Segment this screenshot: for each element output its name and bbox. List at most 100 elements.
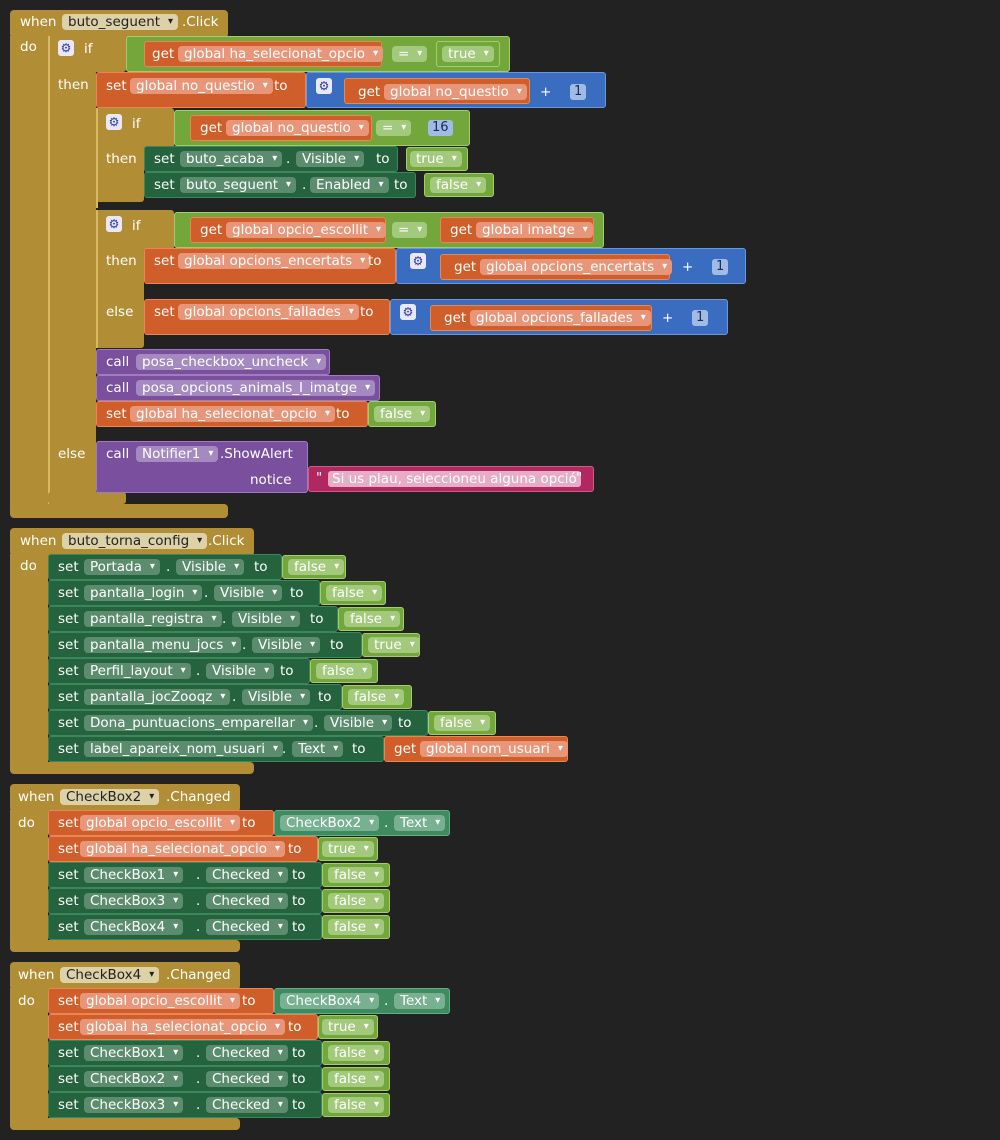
event-component-dropdown[interactable]: buto_seguent [62, 14, 179, 30]
property-dropdown[interactable]: Enabled [310, 177, 389, 193]
property-dropdown[interactable]: Checked [206, 893, 288, 909]
property-dropdown[interactable]: Text [394, 815, 446, 831]
operator-dropdown[interactable]: = [392, 46, 428, 62]
to-label: to [394, 177, 408, 193]
component-dropdown[interactable]: buto_seguent [180, 177, 297, 193]
boolean-dropdown[interactable]: false [374, 406, 431, 422]
boolean-dropdown[interactable]: false [430, 177, 487, 193]
set-variable-dropdown[interactable]: global ha_selecionat_opcio [80, 1019, 286, 1035]
component-dropdown[interactable]: Dona_puntuacions_emparellar [84, 715, 313, 731]
boolean-dropdown[interactable]: false [288, 559, 345, 575]
component-dropdown[interactable]: buto_acaba [180, 151, 283, 167]
text-string-value[interactable]: Si us plau, seleccioneu alguna opció [328, 471, 581, 487]
set-variable-dropdown[interactable]: global ha_selecionat_opcio [130, 406, 336, 422]
get-variable-dropdown[interactable]: global opcio_escollit [226, 222, 387, 238]
component-dropdown[interactable]: CheckBox3 [84, 1097, 184, 1113]
get-variable-dropdown[interactable]: global opcions_fallades [470, 310, 651, 326]
boolean-dropdown[interactable]: false [328, 1097, 385, 1113]
get-variable-dropdown[interactable]: global nom_usuari [420, 741, 568, 757]
to-label: to [290, 585, 304, 601]
mutator-gear-icon[interactable]: ⚙ [58, 40, 74, 56]
property-dropdown[interactable]: Visible [232, 611, 301, 627]
get-variable-dropdown[interactable]: global no_questio [384, 84, 527, 100]
property-dropdown[interactable]: Checked [206, 919, 288, 935]
component-dropdown[interactable]: pantalla_registra [84, 611, 222, 627]
boolean-dropdown[interactable]: true [368, 637, 420, 653]
set-variable-dropdown[interactable]: global opcions_fallades [178, 304, 359, 320]
property-dropdown[interactable]: Text [292, 741, 344, 757]
dot-label: . [384, 815, 389, 831]
operator-dropdown[interactable]: = [392, 222, 428, 238]
mutator-gear-icon[interactable]: ⚙ [316, 78, 332, 94]
component-dropdown[interactable]: CheckBox1 [84, 867, 184, 883]
event-component-dropdown[interactable]: buto_torna_config [62, 533, 208, 549]
boolean-dropdown[interactable]: false [316, 663, 373, 679]
mutator-gear-icon[interactable]: ⚙ [410, 253, 426, 269]
component-dropdown[interactable]: pantalla_menu_jocs [84, 637, 242, 653]
operator-dropdown[interactable]: = [376, 120, 412, 136]
boolean-dropdown[interactable]: false [328, 919, 385, 935]
get-variable-dropdown[interactable]: global opcions_encertats [480, 259, 673, 275]
boolean-dropdown[interactable]: false [328, 867, 385, 883]
event-component-dropdown[interactable]: CheckBox2 [60, 789, 160, 805]
when-label: when [18, 967, 55, 983]
boolean-dropdown[interactable]: false [328, 1071, 385, 1087]
boolean-dropdown[interactable]: true [322, 1019, 374, 1035]
boolean-dropdown[interactable]: true [322, 841, 374, 857]
component-dropdown[interactable]: CheckBox2 [84, 1071, 184, 1087]
property-dropdown[interactable]: Checked [206, 1071, 288, 1087]
property-dropdown[interactable]: Text [394, 993, 446, 1009]
set-variable-dropdown[interactable]: global ha_selecionat_opcio [80, 841, 286, 857]
get-label: get [358, 84, 381, 100]
procedure-dropdown[interactable]: posa_opcions_animals_I_imatge [136, 380, 376, 396]
property-dropdown[interactable]: Visible [242, 689, 311, 705]
get-variable-dropdown[interactable]: global imatge [476, 222, 593, 238]
set-label: set [58, 867, 79, 883]
procedure-dropdown[interactable]: posa_checkbox_uncheck [136, 354, 327, 370]
boolean-dropdown[interactable]: true [410, 151, 462, 167]
set-variable-dropdown[interactable]: global opcions_encertats [178, 253, 371, 269]
component-dropdown[interactable]: CheckBox2 [280, 815, 380, 831]
component-dropdown[interactable]: CheckBox4 [280, 993, 380, 1009]
property-dropdown[interactable]: Visible [214, 585, 283, 601]
call-label: call [106, 354, 130, 370]
component-dropdown[interactable]: Portada [84, 559, 160, 575]
property-dropdown[interactable]: Visible [206, 663, 275, 679]
component-dropdown[interactable]: label_apareix_nom_usuari [84, 741, 283, 757]
component-dropdown[interactable]: CheckBox4 [84, 919, 184, 935]
boolean-dropdown[interactable]: false [328, 893, 385, 909]
set-variable-dropdown[interactable]: global no_questio [130, 78, 273, 94]
component-dropdown[interactable]: CheckBox1 [84, 1045, 184, 1061]
event-component-dropdown[interactable]: CheckBox4 [60, 967, 160, 983]
property-dropdown[interactable]: Visible [296, 151, 365, 167]
mutator-gear-icon[interactable]: ⚙ [400, 304, 416, 320]
component-dropdown[interactable]: Perfil_layout [84, 663, 191, 679]
property-dropdown[interactable]: Checked [206, 1045, 288, 1061]
property-dropdown[interactable]: Checked [206, 867, 288, 883]
mutator-gear-icon[interactable]: ⚙ [106, 216, 122, 232]
number-literal[interactable]: 16 [428, 120, 453, 136]
set-label: set [58, 715, 79, 731]
component-dropdown[interactable]: pantalla_login [84, 585, 203, 601]
boolean-dropdown[interactable]: false [326, 585, 383, 601]
boolean-dropdown[interactable]: false [344, 611, 401, 627]
boolean-dropdown[interactable]: true [442, 46, 494, 62]
boolean-dropdown[interactable]: false [348, 689, 405, 705]
number-literal[interactable]: 1 [692, 310, 709, 326]
set-variable-dropdown[interactable]: global opcio_escollit [80, 815, 241, 831]
boolean-dropdown[interactable]: false [328, 1045, 385, 1061]
component-dropdown[interactable]: CheckBox3 [84, 893, 184, 909]
set-variable-dropdown[interactable]: global opcio_escollit [80, 993, 241, 1009]
property-dropdown[interactable]: Visible [176, 559, 245, 575]
get-variable-dropdown[interactable]: global ha_selecionat_opcio [178, 46, 384, 62]
property-dropdown[interactable]: Visible [252, 637, 321, 653]
get-variable-dropdown[interactable]: global no_questio [226, 120, 369, 136]
number-literal[interactable]: 1 [570, 84, 587, 100]
component-dropdown[interactable]: pantalla_jocZooqz [84, 689, 231, 705]
mutator-gear-icon[interactable]: ⚙ [106, 114, 122, 130]
property-dropdown[interactable]: Checked [206, 1097, 288, 1113]
number-literal[interactable]: 1 [712, 259, 729, 275]
boolean-dropdown[interactable]: false [434, 715, 491, 731]
property-dropdown[interactable]: Visible [324, 715, 393, 731]
component-dropdown[interactable]: Notifier1 [136, 446, 219, 462]
